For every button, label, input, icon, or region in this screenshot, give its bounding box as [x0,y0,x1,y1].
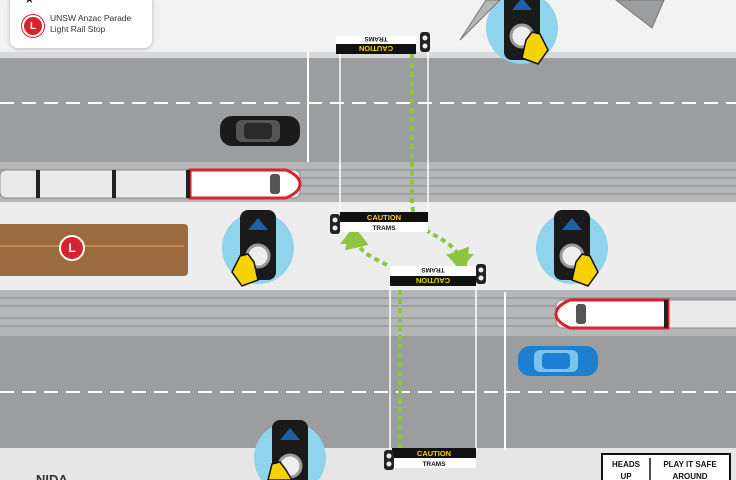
hand-pointer-icon [571,253,599,287]
check-icon: ✓ [134,0,143,4]
callout-pointer [459,0,501,41]
star-icon: ★ [24,0,35,6]
car-icon [518,346,598,376]
traffic-signal-icon [330,214,340,234]
pedestrian-button-icon [254,420,326,480]
tram-icon [554,298,736,330]
tram-icon [0,168,302,200]
hand-pointer-icon [521,31,549,65]
caution-sign: CAUTION TRAMS [392,448,476,468]
svg-text:TRAMS: TRAMS [372,225,396,232]
pedestrian-button-icon [222,210,294,287]
hand-pointer-icon [267,461,293,480]
svg-text:CAUTION: CAUTION [417,449,451,458]
svg-text:CAUTION: CAUTION [367,213,401,222]
callout-pointer [615,0,665,29]
caution-sign: TRAMS CAUTION [390,266,476,286]
caution-sign: TRAMS CAUTION [336,35,416,54]
car-icon [220,116,300,146]
legend-stop-name: UNSW Anzac Parade Light Rail Stop [50,13,150,35]
legend-line-1: UNSW Anzac Parade [50,13,132,23]
place-label: NIDA [36,472,68,480]
light-rail-stop-icon: L [22,15,44,37]
light-rail-stop-icon [59,235,85,261]
pedestrian-button-icon [486,0,558,65]
pedestrian-button-icon [536,210,608,287]
svg-text:TRAMS: TRAMS [422,461,446,468]
traffic-signal-icon [384,450,394,470]
svg-text:CAUTION: CAUTION [359,44,393,53]
svg-text:UP: UP [620,472,632,480]
traffic-signal-icon [420,32,430,52]
svg-text:CAUTION: CAUTION [416,276,450,285]
road-bottom [0,336,736,452]
walk-arrow-icon [446,254,474,270]
legend-line-2: Light Rail Stop [50,24,106,34]
legend-badge-letter: L [29,20,37,32]
svg-text:HEADS: HEADS [612,460,641,469]
road-top [0,52,736,164]
walk-arrow-icon [340,226,368,244]
walk-path-return [345,224,402,448]
svg-text:PLAY IT SAFE: PLAY IT SAFE [663,460,717,469]
platform-badge-letter: L [68,241,75,255]
hand-pointer-icon [231,253,259,287]
svg-text:TRAMS: TRAMS [364,35,388,42]
map-legend: ★ ✓ L UNSW Anzac Parade Light Rail Stop [10,0,152,48]
walk-path [410,54,470,274]
caution-sign: CAUTION TRAMS [340,212,428,232]
svg-text:TRAMS: TRAMS [421,266,445,273]
platform-shelter [0,224,188,276]
svg-text:AROUND: AROUND [672,472,707,480]
campaign-logo: HEADS UP PLAY IT SAFE AROUND [601,453,731,480]
traffic-signal-icon [476,264,486,284]
